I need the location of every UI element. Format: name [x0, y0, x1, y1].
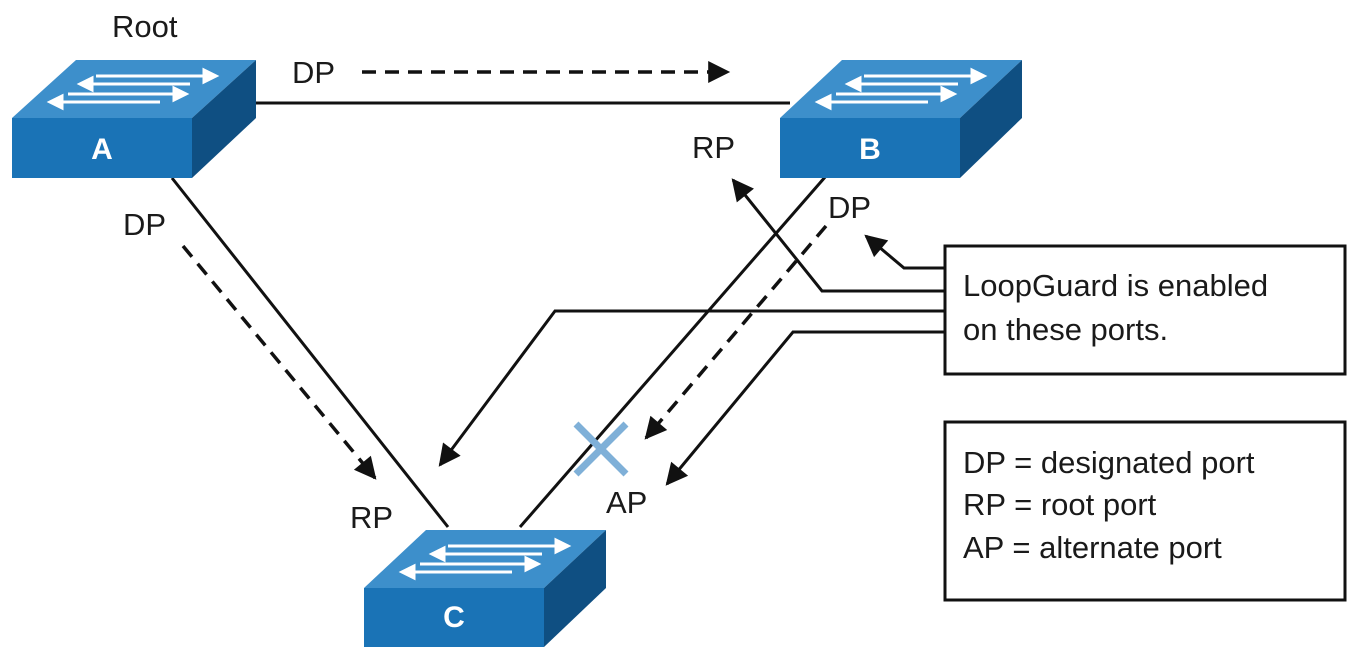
link-b-c [518, 175, 828, 528]
callout-pointer-b-dp [864, 234, 944, 270]
switch-a: A Root [12, 9, 256, 178]
switch-a-letter: A [91, 133, 113, 166]
switch-c-arrows-icon [398, 537, 572, 581]
callout-pointer-c-ap [665, 330, 944, 486]
bpdu-arrow-a-to-c [181, 244, 377, 480]
port-label-b-rp: RP [692, 130, 735, 165]
legend-item-rp: RP = root port [963, 487, 1157, 522]
callout-line-2: on these ports. [963, 312, 1168, 347]
switch-b-letter: B [859, 133, 881, 166]
legend-item-ap: AP = alternate port [963, 530, 1222, 565]
legend-box: DP = designated port RP = root port AP =… [943, 420, 1347, 602]
link-a-c [170, 177, 450, 528]
port-label-c-ap: AP [606, 485, 647, 520]
callout-line-1: LoopGuard is enabled [963, 268, 1268, 303]
bpdu-arrow-b-to-c [644, 224, 828, 440]
port-label-b-c-dp: DP [828, 190, 871, 225]
port-label-c-rp: RP [350, 500, 393, 535]
switch-a-root-caption: Root [112, 9, 178, 44]
callout-pointer-c-rp [438, 309, 944, 467]
switch-c-letter: C [443, 601, 465, 634]
port-label-a-b-dp: DP [292, 55, 335, 90]
switch-b: B [780, 60, 1022, 178]
switch-b-arrows-icon [814, 67, 988, 111]
legend-item-dp: DP = designated port [963, 445, 1255, 480]
switch-c: C [364, 530, 606, 647]
loopguard-callout: LoopGuard is enabled on these ports. [943, 244, 1347, 376]
callout-pointer-b-rp [731, 178, 944, 293]
blocked-port-x-icon [573, 421, 629, 477]
port-label-a-c-dp: DP [123, 207, 166, 242]
switch-a-arrows-icon [46, 67, 220, 111]
